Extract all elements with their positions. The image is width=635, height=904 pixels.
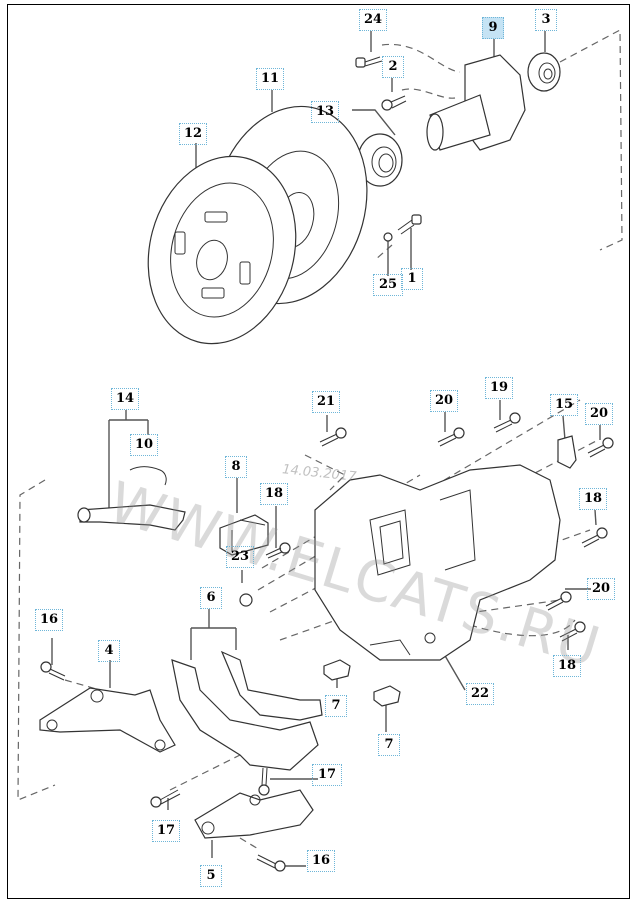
part-1-bolt[interactable]	[397, 214, 422, 235]
part-21-bolt[interactable]	[319, 427, 347, 447]
callout-7[interactable]: 7	[325, 695, 347, 717]
callout-21[interactable]: 21	[312, 391, 341, 413]
part-20-bolt[interactable]	[437, 427, 465, 447]
part-13-release-bearing[interactable]	[357, 133, 403, 187]
part-2-bleed-screw[interactable]	[381, 95, 407, 111]
callout-20[interactable]: 20	[430, 390, 459, 412]
callout-7-b[interactable]: 7	[378, 734, 400, 756]
callout-6[interactable]: 6	[200, 587, 222, 609]
part-19-bolt[interactable]	[493, 412, 521, 433]
callout-19[interactable]: 19	[485, 377, 514, 399]
callout-16-b[interactable]: 16	[307, 850, 335, 872]
callout-25[interactable]: 25	[373, 274, 403, 296]
part-20-bolt-b[interactable]	[587, 437, 614, 458]
callout-3[interactable]: 3	[535, 9, 557, 31]
part-18-bolt-b[interactable]	[581, 527, 608, 548]
callout-17[interactable]: 17	[312, 764, 342, 786]
callout-1[interactable]: 1	[401, 268, 423, 290]
part-17-bolt-b[interactable]	[150, 789, 181, 808]
part-24-bolt[interactable]	[355, 56, 383, 68]
callout-14[interactable]: 14	[111, 388, 140, 410]
callout-13[interactable]: 13	[311, 101, 340, 123]
callout-17-b[interactable]: 17	[152, 820, 180, 842]
part-25-washer[interactable]	[383, 232, 393, 242]
callout-20-b[interactable]: 20	[585, 403, 614, 425]
part-3-oil-seal[interactable]	[527, 52, 561, 92]
part-9-release-guide[interactable]	[426, 54, 526, 151]
diagram-frame	[7, 4, 630, 899]
part-14-release-fork[interactable]	[77, 504, 186, 531]
callout-8[interactable]: 8	[225, 456, 247, 478]
callout-10[interactable]: 10	[130, 434, 159, 456]
part-18-bolt-c[interactable]	[559, 621, 586, 642]
part-4-bracket[interactable]	[39, 687, 176, 753]
callout-12[interactable]: 12	[179, 123, 208, 145]
part-5-bracket[interactable]	[194, 789, 314, 839]
part-22-transmission-housing[interactable]	[314, 464, 561, 661]
part-20-bolt-c[interactable]	[545, 591, 572, 611]
part-16-bolt-b[interactable]	[256, 854, 286, 872]
callout-16[interactable]: 16	[35, 609, 64, 631]
callout-9-selected[interactable]: 9	[482, 17, 504, 39]
part-18-bolt[interactable]	[265, 542, 291, 559]
part-10-spring-clip[interactable]	[129, 466, 167, 486]
callout-24[interactable]: 24	[359, 9, 388, 31]
part-17-bolt[interactable]	[258, 767, 270, 796]
part-12-clutch-disc[interactable]	[128, 140, 316, 361]
callout-18[interactable]: 18	[260, 483, 289, 505]
callout-5[interactable]: 5	[200, 865, 222, 887]
callout-11[interactable]: 11	[256, 68, 285, 90]
callout-20-c[interactable]: 20	[587, 578, 616, 600]
part-16-bolt[interactable]	[40, 661, 66, 681]
part-23-nut[interactable]	[239, 593, 253, 607]
part-7-rubber-pad[interactable]	[323, 659, 351, 681]
part-6-cover-plate[interactable]	[171, 650, 323, 771]
callout-18-b[interactable]: 18	[579, 488, 608, 510]
part-8-mount[interactable]	[219, 514, 269, 556]
callout-2[interactable]: 2	[382, 56, 404, 78]
callout-23[interactable]: 23	[226, 546, 255, 568]
callout-15[interactable]: 15	[550, 394, 579, 416]
part-7-rubber-pad-b[interactable]	[373, 685, 401, 707]
part-15-bracket[interactable]	[557, 435, 577, 469]
callout-4[interactable]: 4	[98, 640, 120, 662]
callout-22[interactable]: 22	[466, 683, 495, 705]
callout-18-c[interactable]: 18	[553, 655, 582, 677]
